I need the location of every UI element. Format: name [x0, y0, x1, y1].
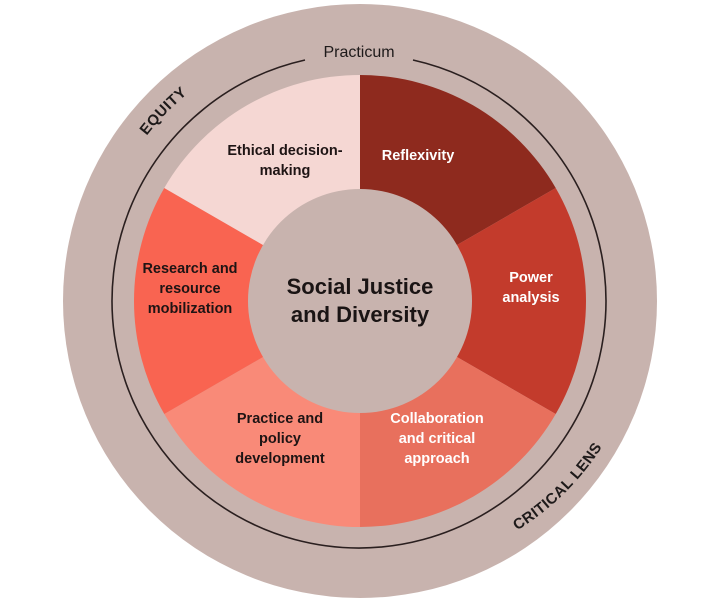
- practicum-ring-line: [111, 59, 607, 549]
- segment-label-collaboration: and critical: [399, 431, 476, 447]
- segment-label-practice-policy: policy: [259, 431, 301, 447]
- segment-label-power-analysis: Power: [509, 270, 553, 286]
- segment-label-power-analysis: analysis: [502, 290, 559, 306]
- center-title-line1: Social Justice: [287, 274, 434, 299]
- segment-label-research: Research and: [142, 261, 237, 277]
- segment-label-research: mobilization: [148, 301, 233, 317]
- center-circle: [248, 189, 472, 413]
- segment-label-practice-policy: development: [235, 451, 325, 467]
- segment-practice-policy: [164, 356, 360, 527]
- segment-label-reflexivity: Reflexivity: [382, 148, 455, 164]
- center-title-line2: and Diversity: [291, 302, 430, 327]
- segment-research: [133, 188, 265, 414]
- segment-ethical: [164, 75, 360, 246]
- segment-label-ethical: Ethical decision-: [227, 143, 342, 159]
- segment-label-collaboration: approach: [404, 451, 469, 467]
- segment-label-collaboration: Collaboration: [390, 411, 483, 427]
- segment-label-research: resource: [159, 281, 220, 297]
- practicum-label: Practicum: [323, 44, 394, 61]
- segment-power-analysis: [455, 188, 586, 414]
- segment-label-practice-policy: Practice and: [237, 411, 323, 427]
- segment-reflexivity: [360, 75, 556, 246]
- segment-label-ethical: making: [260, 163, 311, 179]
- segment-collaboration: [360, 356, 556, 527]
